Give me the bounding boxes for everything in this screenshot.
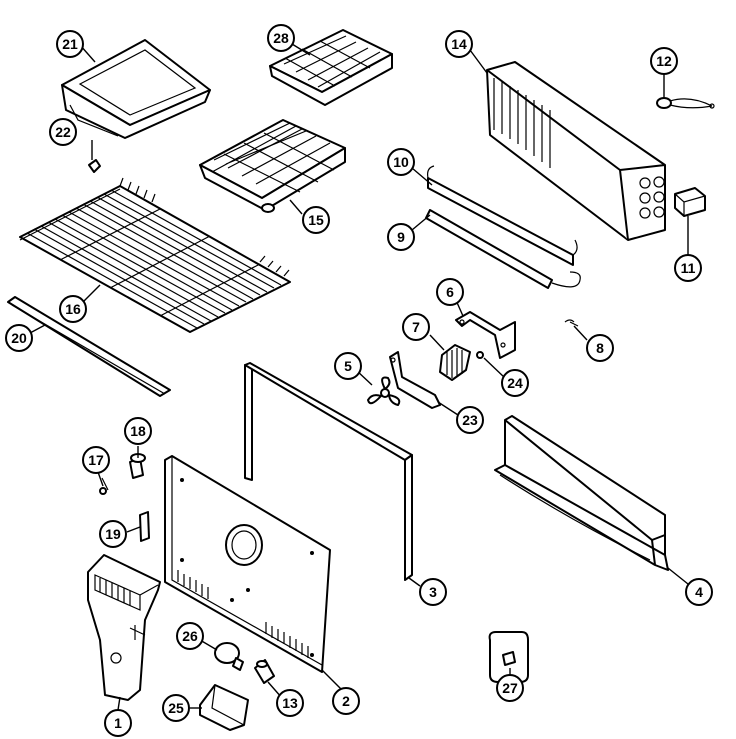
callout-17: 17: [82, 446, 110, 474]
callout-26: 26: [176, 622, 204, 650]
part-2-rear-panel: [164, 455, 331, 673]
callout-15: 15: [302, 206, 330, 234]
callout-24-label: 24: [507, 375, 523, 391]
callout-15-label: 15: [308, 212, 324, 228]
callout-28: 28: [267, 24, 295, 52]
part-9-radiant-heater: [425, 209, 581, 289]
part-18-knob: [129, 453, 146, 479]
callout-5: 5: [334, 352, 362, 380]
part-24-grommet: [476, 351, 484, 359]
callout-27: 27: [496, 674, 524, 702]
callout-7-label: 7: [412, 319, 420, 335]
callout-24: 24: [501, 369, 529, 397]
callout-13-label: 13: [282, 695, 298, 711]
part-15-ice-tray: [199, 119, 346, 213]
callout-2-label: 2: [342, 693, 350, 709]
callout-1: 1: [104, 709, 132, 737]
callout-2: 2: [332, 687, 360, 715]
callout-18-label: 18: [130, 423, 146, 439]
callout-7: 7: [402, 313, 430, 341]
callout-25-label: 25: [168, 700, 184, 716]
callout-12: 12: [650, 47, 678, 75]
part-28-grid-tray: [269, 29, 393, 106]
callout-13: 13: [276, 689, 304, 717]
part-26-light-bulb: [214, 642, 244, 671]
callout-6-label: 6: [446, 284, 454, 300]
callout-21-label: 21: [62, 36, 78, 52]
callout-4-label: 4: [695, 584, 703, 600]
part-13-lamp-socket: [254, 659, 275, 684]
callout-8: 8: [586, 334, 614, 362]
callout-5-label: 5: [344, 358, 352, 374]
callout-22: 22: [49, 118, 77, 146]
part-22-clip: [88, 159, 101, 173]
callout-1-label: 1: [114, 715, 122, 731]
part-6-bracket: [455, 311, 516, 359]
part-10-defrost-heater: [427, 165, 578, 266]
part-23-motor-bracket: [389, 351, 441, 409]
part-8-screw: [564, 319, 579, 327]
part-11-terminal-block: [674, 187, 706, 217]
callout-22-label: 22: [55, 124, 71, 140]
callout-3-label: 3: [429, 584, 437, 600]
callout-12-label: 12: [656, 53, 672, 69]
part-21-bin: [61, 39, 211, 139]
callout-14-label: 14: [451, 36, 467, 52]
callout-11: 11: [674, 254, 702, 282]
callout-25: 25: [162, 694, 190, 722]
callout-10-label: 10: [393, 154, 409, 170]
part-20-trim-strip: [7, 296, 171, 397]
part-3-liner-frame: [244, 362, 413, 581]
callout-23: 23: [456, 406, 484, 434]
callout-21: 21: [56, 30, 84, 58]
callout-9-label: 9: [397, 229, 405, 245]
callout-6: 6: [436, 278, 464, 306]
part-16-wire-shelf: [19, 177, 291, 333]
callout-11-label: 11: [681, 260, 696, 276]
part-5-fan-blade: [367, 376, 401, 406]
callout-18: 18: [124, 417, 152, 445]
callout-23-label: 23: [462, 412, 478, 428]
callout-8-label: 8: [596, 340, 604, 356]
callout-19-label: 19: [105, 526, 121, 542]
callout-28-label: 28: [273, 30, 289, 46]
callout-16: 16: [59, 295, 87, 323]
part-27-switch: [488, 631, 529, 683]
callout-20-label: 20: [11, 330, 27, 346]
callout-14: 14: [445, 30, 473, 58]
callout-19: 19: [99, 520, 127, 548]
part-1-control-housing: [87, 554, 161, 701]
callout-10: 10: [387, 148, 415, 176]
part-19-small-bracket: [139, 511, 150, 542]
part-25-light-shield: [199, 684, 249, 731]
part-17-screw: [99, 477, 109, 495]
part-14-evaporator: [486, 61, 666, 241]
callout-27-label: 27: [502, 680, 518, 696]
part-4-drain-trough: [494, 415, 669, 571]
part-12-thermostat: [656, 97, 715, 109]
part-7-fan-motor: [439, 344, 471, 381]
callout-9: 9: [387, 223, 415, 251]
callout-4: 4: [685, 578, 713, 606]
callout-26-label: 26: [182, 628, 198, 644]
callout-17-label: 17: [88, 452, 104, 468]
callout-3: 3: [419, 578, 447, 606]
callout-16-label: 16: [65, 301, 81, 317]
callout-20: 20: [5, 324, 33, 352]
